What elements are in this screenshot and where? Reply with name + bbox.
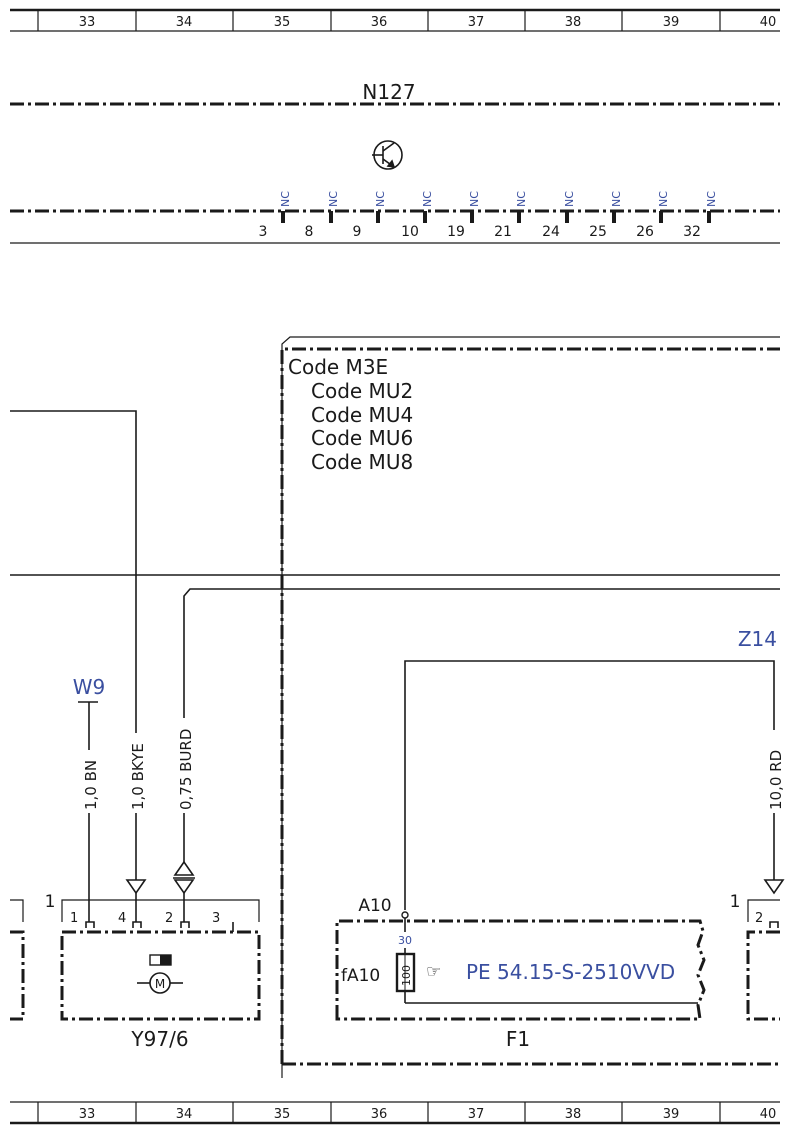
connector-arrows xyxy=(125,860,785,922)
n127-module: N127 NC 3 NC 8 NC xyxy=(10,80,780,244)
code-region: Code M3E Code MU2 Code MU4 Code MU6 Code… xyxy=(280,336,780,1078)
wire-label-bkye: 1,0 BKYE xyxy=(129,743,147,810)
y97-pin-3: 3 xyxy=(212,911,220,926)
arrow-down-icon xyxy=(173,879,195,895)
wire-bkye-path xyxy=(10,410,137,733)
y97-pin-4: 4 xyxy=(118,911,126,926)
pin-number: 10 xyxy=(401,224,419,240)
code-mu6-label: Code MU6 xyxy=(311,426,413,450)
bottom-grid-col-35: 35 xyxy=(274,1107,291,1122)
y97-pin-2: 2 xyxy=(165,911,173,926)
wire-label-bn: 1,0 BN xyxy=(82,760,100,810)
n127-pin-8: NC 8 xyxy=(305,191,340,240)
right-connector-pin: 2 xyxy=(755,911,763,926)
bottom-grid-col-33: 33 xyxy=(79,1107,96,1122)
pin-number: 8 xyxy=(305,224,314,240)
right-connector-number: 1 xyxy=(730,892,741,912)
nc-label: NC xyxy=(705,191,718,207)
pin-number: 32 xyxy=(683,224,701,240)
nc-label: NC xyxy=(657,191,670,207)
n127-pin-9: NC 9 xyxy=(353,191,387,240)
arrow-down-icon xyxy=(763,879,785,895)
wire-labels: 1,0 BN 1,0 BKYE 0,75 BURD 10,0 RD W9 Z14 xyxy=(73,627,785,810)
top-grid-col-35: 35 xyxy=(274,15,291,30)
f1-label: F1 xyxy=(506,1027,530,1051)
pe-reference-link[interactable]: PE 54.15-S-2510VVD xyxy=(466,960,675,984)
y97-pin-1: 1 xyxy=(70,911,78,926)
pin-number: 26 xyxy=(636,224,654,240)
svg-text:M: M xyxy=(155,977,165,991)
code-main-label: Code M3E xyxy=(288,355,388,379)
wire-label-rd: 10,0 RD xyxy=(767,750,785,810)
n127-pin-26: NC 26 xyxy=(636,191,670,240)
y97-component: 1 1 4 2 3 M Y97/6 xyxy=(45,892,261,1051)
bottom-grid-col-38: 38 xyxy=(565,1107,582,1122)
pin-number: 9 xyxy=(353,224,362,240)
wire-label-burd: 0,75 BURD xyxy=(177,729,195,810)
wires xyxy=(10,410,780,922)
n127-pin-10: NC 10 xyxy=(401,191,434,240)
top-grid-col-39: 39 xyxy=(663,15,680,30)
a10-label: A10 xyxy=(358,896,391,916)
y97-connector-number: 1 xyxy=(45,892,56,912)
pointing-hand-icon: ☞ xyxy=(426,962,441,982)
top-grid-col-33: 33 xyxy=(79,15,96,30)
wire-burd-path xyxy=(183,588,780,718)
pin-number: 25 xyxy=(589,224,607,240)
n127-pin-3: NC 3 xyxy=(259,191,292,240)
n127-pin-24: NC 24 xyxy=(542,191,576,240)
fuse-icon: 100 xyxy=(395,948,698,1004)
pin-number: 3 xyxy=(259,224,268,240)
nc-label: NC xyxy=(610,191,623,207)
f1-component: A10 30 100 fA10 ☞ PE 54.15-S-2510VVD F1 xyxy=(335,896,706,1051)
n127-pin-32: NC 32 xyxy=(683,191,718,240)
fuse-value: 100 xyxy=(400,965,413,986)
top-grid-bar: 33 34 35 36 37 38 39 40 xyxy=(10,8,780,32)
arrow-down-icon xyxy=(125,879,147,895)
terminal-30-label: 30 xyxy=(398,934,412,947)
n127-pin-25: NC 25 xyxy=(589,191,623,240)
nc-label: NC xyxy=(468,191,481,207)
code-mu4-label: Code MU4 xyxy=(311,403,413,427)
top-grid-col-40: 40 xyxy=(760,15,777,30)
motor-icon: M xyxy=(137,954,183,994)
fuse-label: fA10 xyxy=(341,966,380,986)
top-grid-col-38: 38 xyxy=(565,15,582,30)
pin-number: 21 xyxy=(494,224,512,240)
top-grid-col-36: 36 xyxy=(371,15,388,30)
nc-label: NC xyxy=(279,191,292,207)
nc-label: NC xyxy=(327,191,340,207)
top-grid-col-34: 34 xyxy=(176,15,193,30)
w9-reference: W9 xyxy=(73,675,106,699)
nc-label: NC xyxy=(515,191,528,207)
nc-label: NC xyxy=(563,191,576,207)
n127-pin-19: NC 19 xyxy=(447,191,481,240)
bottom-grid-bar: 33 34 35 36 37 38 39 40 xyxy=(10,1101,780,1125)
z14-reference: Z14 xyxy=(738,627,777,651)
bottom-grid-col-36: 36 xyxy=(371,1107,388,1122)
left-partial-component xyxy=(10,899,25,1021)
n127-pins: NC 3 NC 8 NC 9 NC 10 NC 19 xyxy=(259,191,718,240)
bottom-grid-col-37: 37 xyxy=(468,1107,485,1122)
code-mu8-label: Code MU8 xyxy=(311,450,413,474)
bottom-grid-col-34: 34 xyxy=(176,1107,193,1122)
bottom-grid-col-40: 40 xyxy=(760,1107,777,1122)
y97-label: Y97/6 xyxy=(130,1027,188,1051)
top-grid-col-37: 37 xyxy=(468,15,485,30)
n127-title: N127 xyxy=(362,80,415,104)
bottom-grid-col-39: 39 xyxy=(663,1107,680,1122)
nc-label: NC xyxy=(374,191,387,207)
pin-number: 19 xyxy=(447,224,465,240)
wire-z14-path xyxy=(404,660,775,910)
pin-number: 24 xyxy=(542,224,560,240)
right-partial-component: 1 2 xyxy=(730,892,780,1021)
arrow-up-icon xyxy=(173,860,195,876)
n127-pin-21: NC 21 xyxy=(494,191,528,240)
code-mu2-label: Code MU2 xyxy=(311,379,413,403)
nc-label: NC xyxy=(421,191,434,207)
transistor-icon xyxy=(372,140,403,170)
